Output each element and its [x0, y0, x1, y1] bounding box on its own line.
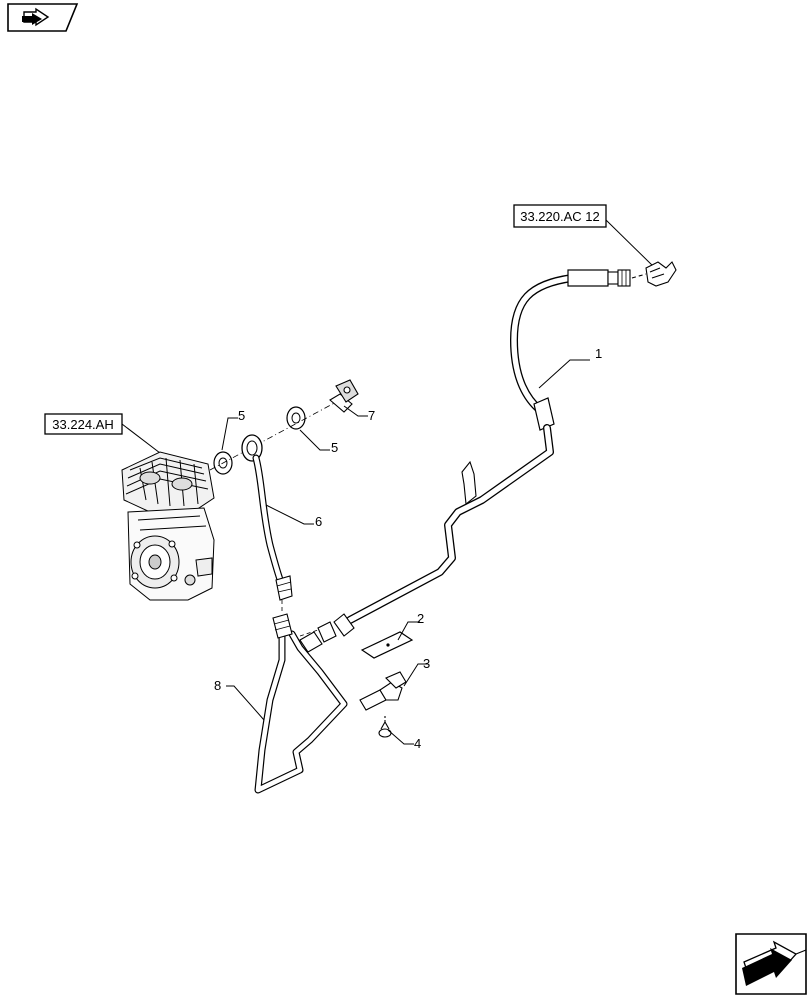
banjo-bolt: [329, 379, 359, 413]
callout-4[interactable]: 4: [387, 729, 421, 751]
callout-5-right[interactable]: 5: [299, 429, 338, 455]
callout-8[interactable]: 8: [214, 678, 265, 721]
reference-box-upper-right[interactable]: 33.220.AC 12: [513, 204, 656, 269]
callout-label-5-left: 5: [238, 408, 245, 423]
mounting-plate: [360, 631, 414, 659]
previous-page-icon[interactable]: [7, 3, 79, 32]
callout-label-2: 2: [417, 611, 424, 626]
callout-6[interactable]: 6: [265, 504, 322, 529]
callout-5-left[interactable]: 5: [221, 408, 245, 451]
return-pipe: [254, 600, 348, 794]
callout-label-5-right: 5: [331, 440, 338, 455]
pipe-clip: [359, 671, 407, 711]
air-compressor: [121, 451, 215, 601]
callout-1[interactable]: 1: [538, 346, 602, 389]
reference-label-upper-right: 33.220.AC 12: [520, 209, 600, 224]
callout-label-7: 7: [368, 408, 375, 423]
elbow-fitting: [631, 261, 677, 287]
main-hose: [299, 269, 631, 643]
banjo-pipe: [241, 434, 293, 601]
callout-2[interactable]: 2: [397, 611, 424, 641]
reference-label-left: 33.224.AH: [52, 417, 113, 432]
screw: [378, 716, 392, 738]
next-page-icon[interactable]: [735, 933, 807, 995]
washer-right: [286, 406, 306, 430]
callout-label-8: 8: [214, 678, 221, 693]
callout-3[interactable]: 3: [403, 656, 430, 687]
reference-box-left[interactable]: 33.224.AH: [44, 413, 161, 454]
callout-label-1: 1: [595, 346, 602, 361]
assembly-axis-line: [209, 399, 341, 471]
callout-label-3: 3: [423, 656, 430, 671]
callout-label-4: 4: [414, 736, 421, 751]
callout-7[interactable]: 7: [343, 405, 375, 423]
callout-label-6: 6: [315, 514, 322, 529]
